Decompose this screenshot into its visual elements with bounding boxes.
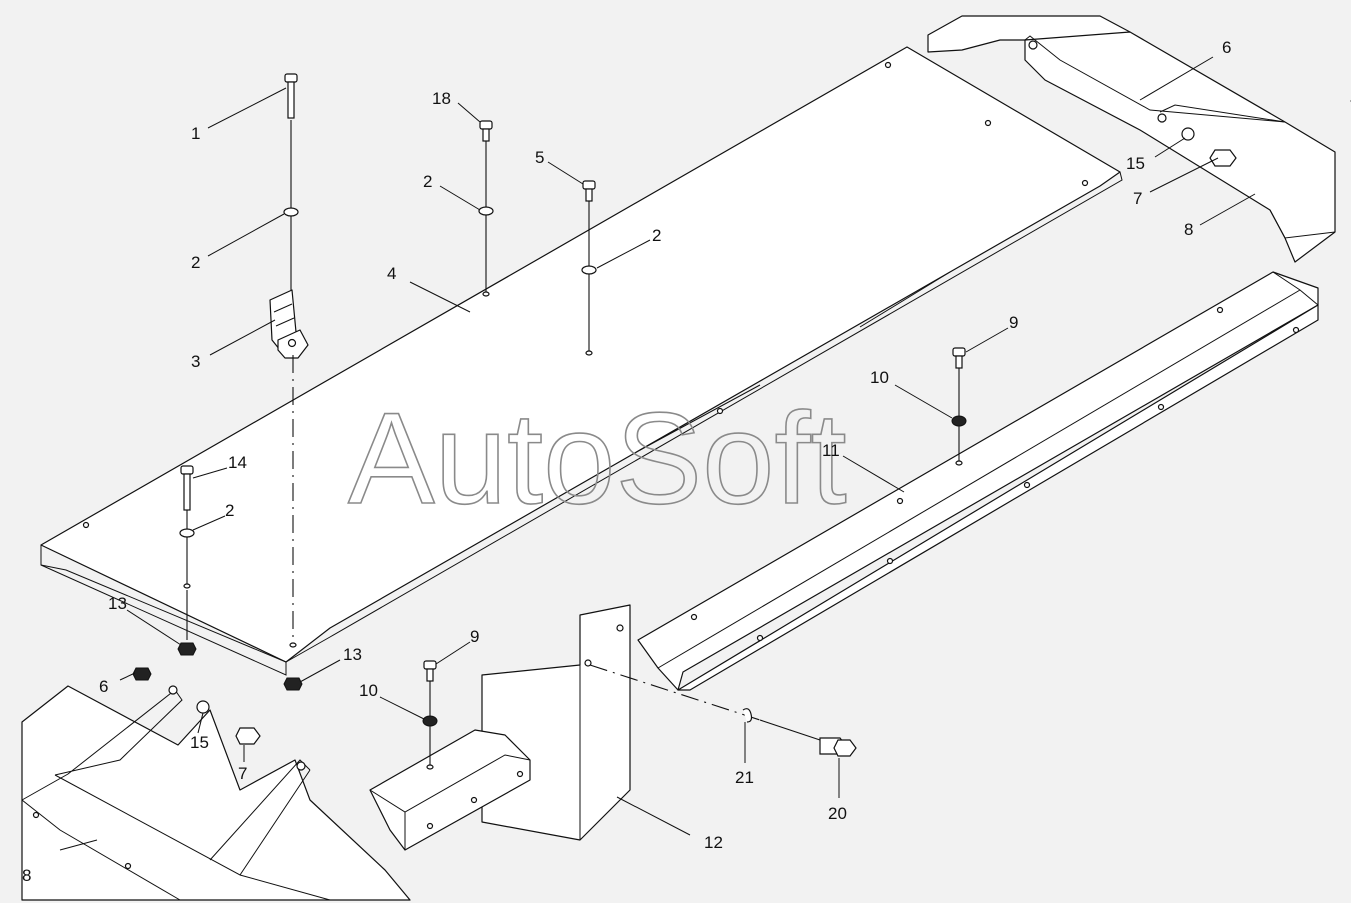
callout-2: 2 xyxy=(652,226,661,245)
callout-5: 5 xyxy=(535,148,544,167)
callout-2: 2 xyxy=(191,253,200,272)
shield-bracket-bottom-left xyxy=(21,685,411,901)
callout-13: 13 xyxy=(108,594,127,613)
callout-20: 20 xyxy=(828,804,847,823)
callout-10: 10 xyxy=(870,368,889,387)
callout-15: 15 xyxy=(190,733,209,752)
hardware xyxy=(132,73,1351,770)
callout-8: 8 xyxy=(1184,220,1193,239)
callout-21: 21 xyxy=(735,768,754,787)
hardware-axes xyxy=(186,120,960,765)
vertical-bracket-part xyxy=(481,604,631,841)
callout-4: 4 xyxy=(387,264,396,283)
callout-6: 6 xyxy=(1222,38,1231,57)
callout-9: 9 xyxy=(1009,313,1018,332)
callout-14: 14 xyxy=(228,453,247,472)
leader-lines xyxy=(59,56,1256,851)
shield-bracket-top-right xyxy=(927,15,1336,263)
callout-18: 18 xyxy=(432,89,451,108)
clamp-bracket-part xyxy=(269,289,309,359)
callout-8: 8 xyxy=(22,866,31,885)
callout-3: 3 xyxy=(191,352,200,371)
callout-1: 1 xyxy=(191,124,200,143)
callout-9: 9 xyxy=(470,627,479,646)
callout-2: 2 xyxy=(225,501,234,520)
callout-13: 13 xyxy=(343,645,362,664)
small-angle-part xyxy=(369,729,531,851)
watermark-text: AutoSoft xyxy=(348,385,847,531)
callout-2: 2 xyxy=(423,172,432,191)
callout-7: 7 xyxy=(238,764,247,783)
callout-labels: 1 2 3 4 18 2 5 2 6 15 7 8 9 10 11 14 2 1… xyxy=(22,38,1231,885)
long-channel-part xyxy=(637,271,1319,691)
callout-10: 10 xyxy=(359,681,378,700)
callout-12: 12 xyxy=(704,833,723,852)
callout-15: 15 xyxy=(1126,154,1145,173)
cover-plate-part xyxy=(40,46,1123,676)
callout-11: 11 xyxy=(822,441,840,460)
callout-6: 6 xyxy=(99,677,108,696)
callout-7: 7 xyxy=(1133,189,1142,208)
